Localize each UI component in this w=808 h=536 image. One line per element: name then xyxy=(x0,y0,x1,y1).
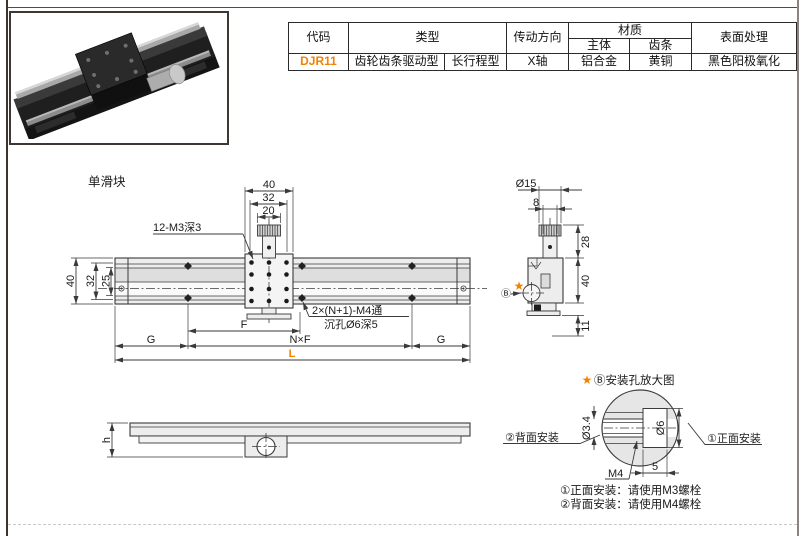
cell-product-code: DJR11 xyxy=(288,52,349,71)
product-photo xyxy=(9,11,229,145)
bottom-view: h xyxy=(101,422,471,460)
page-border-bottom xyxy=(8,524,797,525)
page-border-left xyxy=(6,0,8,536)
dim-f: F xyxy=(241,319,248,331)
dim-top-40: 40 xyxy=(263,179,275,191)
callout-m3: 12-M3深3 xyxy=(153,221,201,234)
rail-mounting-holes xyxy=(184,262,416,302)
dim-depth-5: 5 xyxy=(652,461,658,473)
cell-surface: 黑色阳极氧化 xyxy=(691,52,797,71)
cell-type2: 长行程型 xyxy=(444,52,507,71)
thread-m4: M4 xyxy=(608,468,623,480)
product-photo-illustration xyxy=(13,22,220,141)
col-header-material-rack: 齿条 xyxy=(629,38,692,54)
dim-dia-3-4: Ø3.4 xyxy=(581,416,593,440)
dim-left-25: 25 xyxy=(101,275,113,287)
spec-table: 代码 类型 传动方向 材质 表面处理 主体 齿条 DJR11 齿轮齿条驱动型 长… xyxy=(288,22,797,71)
label-front-mount: ①正面安装 xyxy=(707,431,761,445)
dim-g-left: G xyxy=(147,334,156,346)
variant-label: 单滑块 xyxy=(88,175,126,189)
dim-body-h-40: 40 xyxy=(580,275,592,287)
dim-stem-8: 8 xyxy=(533,197,539,209)
col-header-drive-direction: 传动方向 xyxy=(506,22,569,54)
hole-ref-b: Ⓑ xyxy=(501,288,511,300)
detail-star: ★ xyxy=(582,373,593,387)
dim-dia-6: Ø6 xyxy=(655,421,667,436)
cell-drive-direction: X轴 xyxy=(506,52,569,71)
side-view: ★ Ⓑ Ø15 8 28 40 11 xyxy=(501,178,592,337)
col-header-code: 代码 xyxy=(288,22,349,54)
dim-left-40: 40 xyxy=(65,275,77,287)
dim-g-right: G xyxy=(437,334,446,346)
dim-left-32: 32 xyxy=(85,275,97,287)
col-header-type: 类型 xyxy=(348,22,507,54)
col-header-surface: 表面处理 xyxy=(691,22,797,54)
dim-base-h-11: 11 xyxy=(580,320,592,331)
cell-material-rack: 黄铜 xyxy=(629,52,692,71)
dim-top-32: 32 xyxy=(262,192,274,204)
cell-type1: 齿轮齿条驱动型 xyxy=(348,52,445,71)
dim-nf: N×F xyxy=(289,334,310,346)
col-header-material: 材质 xyxy=(568,22,692,39)
cell-material-body: 铝合金 xyxy=(568,52,630,71)
note-front-mount: ①正面安装：请使用M3螺栓 xyxy=(560,483,702,497)
detail-title: Ⓑ安装孔放大图 xyxy=(594,373,675,387)
dim-h: h xyxy=(101,437,113,443)
dim-knob-dia: Ø15 xyxy=(516,178,537,190)
dim-top-20: 20 xyxy=(262,205,274,217)
carriage-m3-holes xyxy=(249,260,289,304)
label-back-mount: ②背面安装 xyxy=(505,430,559,444)
page-border-top xyxy=(6,7,799,8)
callout-m4-line1: 2×(N+1)-M4通 xyxy=(312,304,382,317)
callout-m4-line2: 沉孔Ø6深5 xyxy=(324,318,378,331)
page-border-right xyxy=(797,0,799,536)
dim-l: L xyxy=(289,348,296,360)
detail-view: ★ Ⓑ安装孔放大图 Ø3.4 Ø6 M4 xyxy=(503,373,762,511)
star-marker: ★ xyxy=(514,279,525,293)
note-back-mount: ②背面安装：请使用M4螺栓 xyxy=(560,497,702,511)
top-view: 40 32 20 12-M3深3 40 32 25 F xyxy=(65,179,487,363)
dim-knob-h-28: 28 xyxy=(580,236,592,248)
